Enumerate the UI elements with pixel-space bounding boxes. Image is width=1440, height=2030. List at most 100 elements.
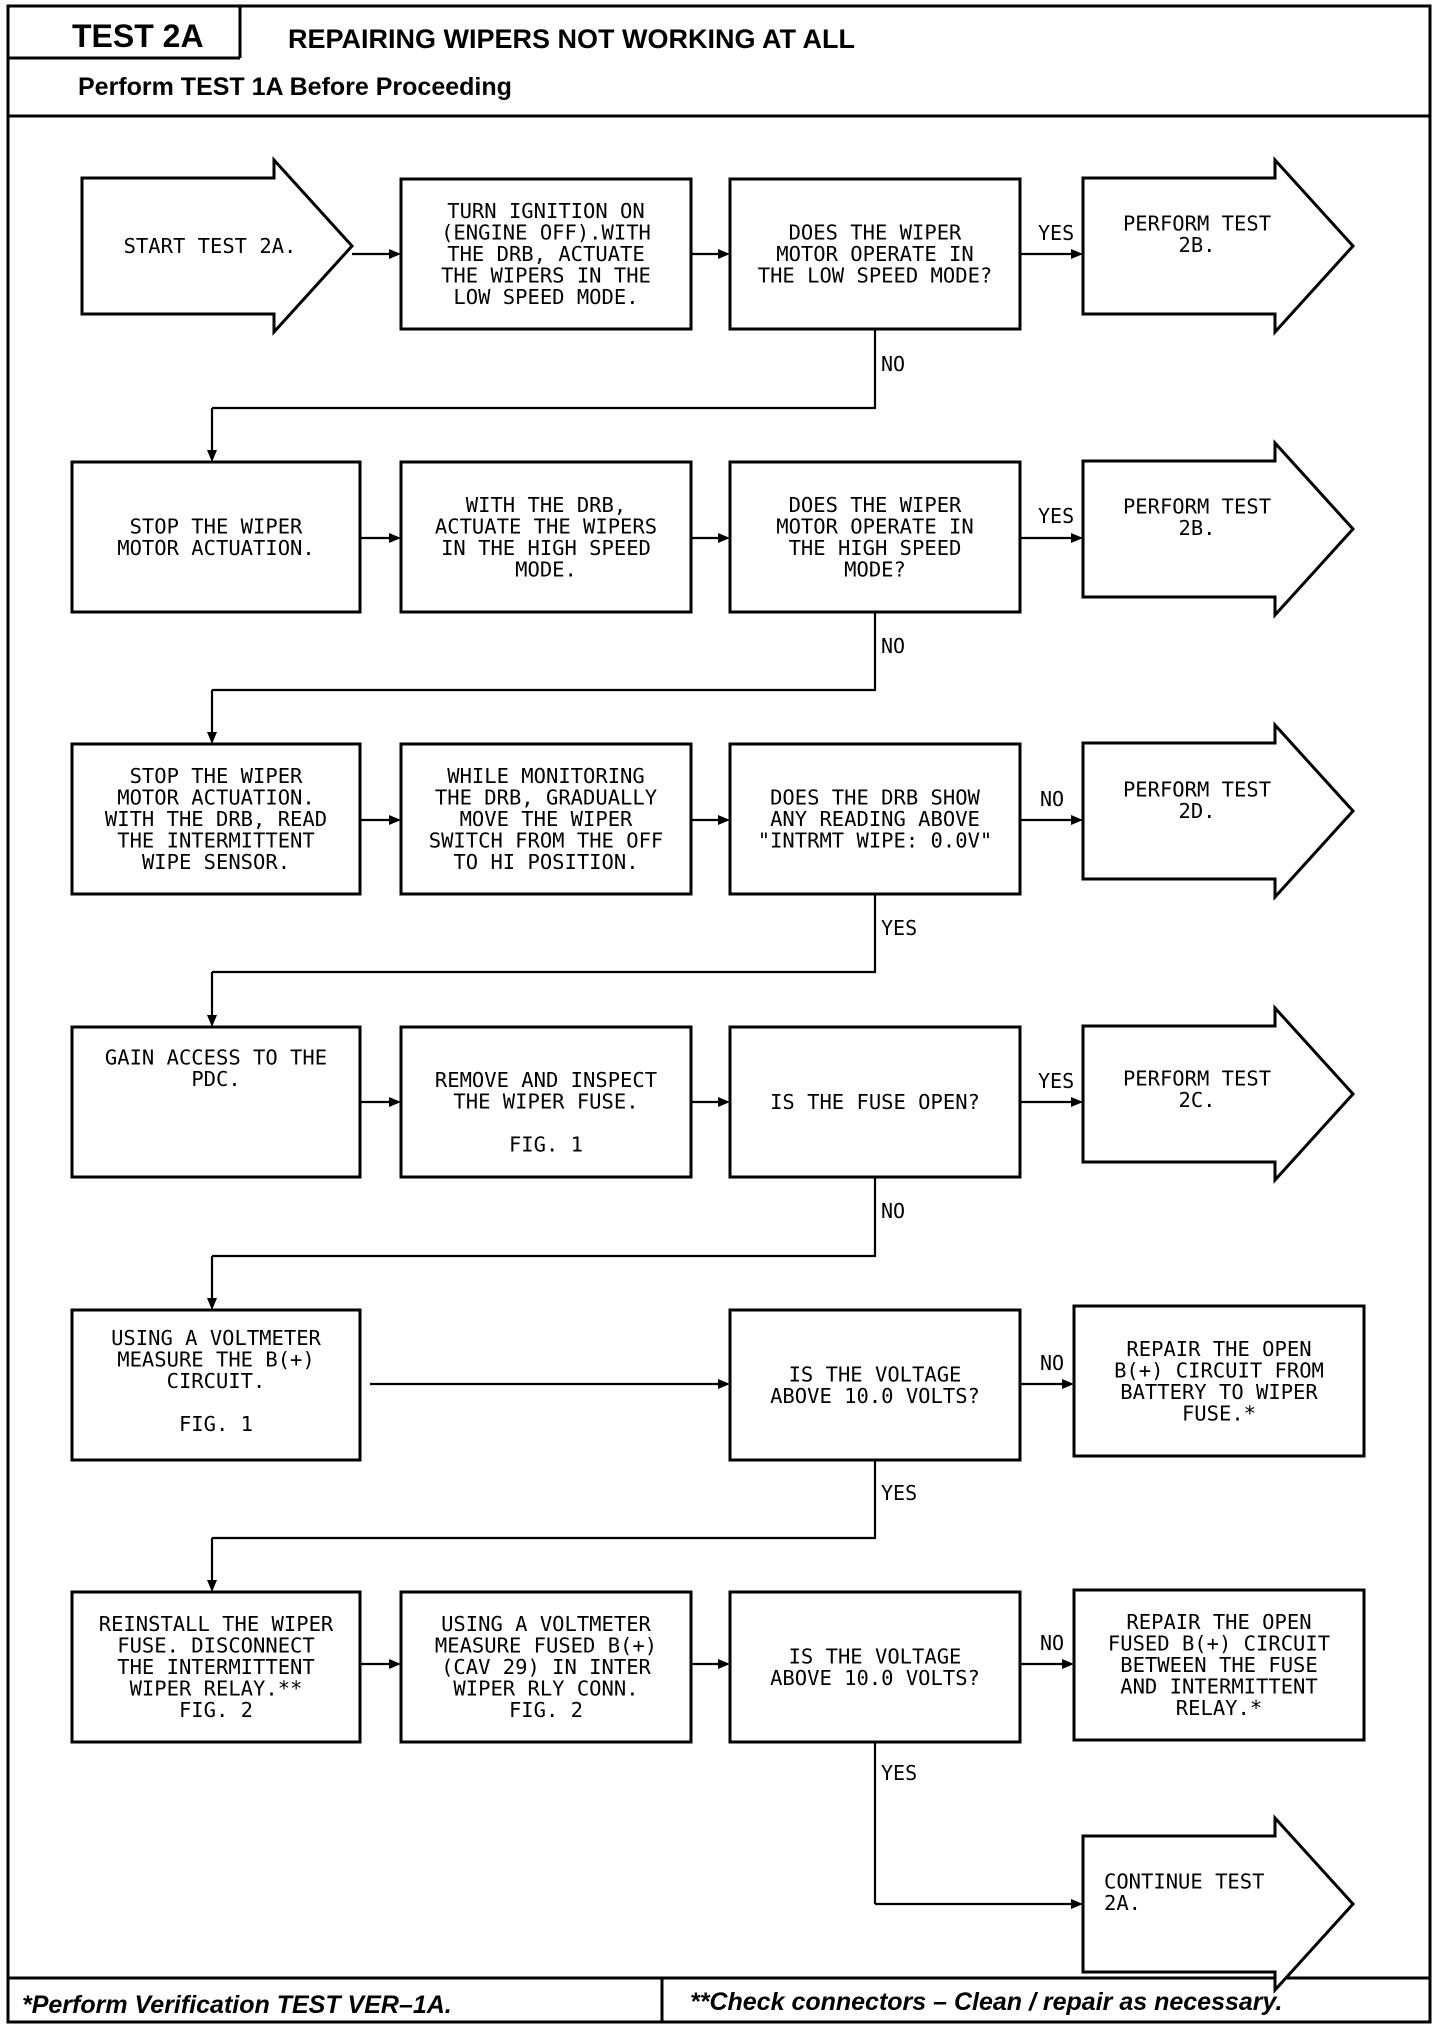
node-text-line: TURN IGNITION ON (447, 199, 644, 223)
r5-result-box (1072, 1304, 1366, 1458)
node-text-line: CONTINUE TEST (1104, 1869, 1264, 1893)
connector-r1-no (212, 329, 877, 410)
node-text-line: MEASURE FUSED B(+) (435, 1634, 657, 1658)
connector-r4-no (212, 1177, 877, 1258)
page-subtitle: Perform TEST 1A Before Proceeding (78, 73, 512, 101)
node-text-line: TO HI POSITION. (453, 850, 638, 874)
node-text-line: FUSE.* (1182, 1401, 1256, 1425)
node-text-line: START TEST 2A. (124, 234, 297, 258)
r5-step-box (70, 1308, 362, 1462)
node-text-line: THE DRB, ACTUATE (447, 242, 644, 266)
node-text-line: PERFORM TEST (1123, 494, 1271, 518)
arrowhead (1071, 1899, 1083, 1909)
label-yes-r4: YES (1038, 1069, 1074, 1093)
arrowhead (389, 1097, 401, 1107)
node-text-line: IS THE VOLTAGE (789, 1362, 962, 1386)
arrowhead (1062, 1379, 1074, 1389)
r6-question-box (728, 1590, 1022, 1744)
node-text-line: FIG. 2 (509, 1698, 583, 1722)
node-text-line: 2B. (1178, 516, 1215, 540)
node-text-line: PERFORM TEST (1123, 1066, 1271, 1090)
arrowhead (207, 732, 217, 744)
r3-action-box (399, 742, 693, 896)
start-arrow-shape (80, 156, 355, 336)
connector-r3-yes (212, 894, 877, 974)
node-text-line: WITH THE DRB, (466, 493, 626, 517)
node-text-line: MODE. (515, 557, 577, 581)
flow-diagram: START TEST 2A. TURN IGNITION ON(ENGINE OF… (70, 156, 1366, 1994)
arrowhead (718, 1659, 730, 1669)
node-text-line: SWITCH FROM THE OFF (429, 829, 664, 853)
r2-question-box (728, 460, 1022, 614)
label-yes-r1: YES (1038, 221, 1074, 245)
node-text-line: RELAY.* (1176, 1696, 1262, 1720)
page-frame (6, 4, 1432, 2024)
node-text-line: WHILE MONITORING (447, 764, 644, 788)
label-no-r1: NO (881, 352, 905, 376)
arrowhead (718, 249, 730, 259)
node-text-line: REPAIR THE OPEN (1126, 1610, 1311, 1634)
r2-result-arrow-shape (1081, 439, 1356, 619)
node-text-line: THE HIGH SPEED (789, 536, 962, 560)
label-yes-r3: YES (881, 916, 917, 940)
node-text-line: WIPE SENSOR. (142, 850, 290, 874)
node-text-line: MOTOR ACTUATION. (117, 536, 314, 560)
r4-question-text: IS THE FUSE OPEN? (770, 1090, 980, 1114)
r6-result-box (1072, 1588, 1366, 1742)
node-text-line: CIRCUIT. (167, 1369, 266, 1393)
r4-action-box (399, 1025, 693, 1179)
label-yes-r6: YES (881, 1761, 917, 1785)
node-text-line: THE LOW SPEED MODE? (758, 264, 993, 288)
label-no-r5: NO (1040, 1351, 1064, 1375)
arrowhead (1062, 1659, 1074, 1669)
arrowhead (718, 1097, 730, 1107)
node-text-line: MOTOR ACTUATION. (117, 786, 314, 810)
node-text-line: PERFORM TEST (1123, 211, 1271, 235)
node-text-line: AND INTERMITTENT (1120, 1675, 1317, 1699)
arrowhead (1071, 815, 1083, 825)
node-text-line: FIG. 2 (179, 1698, 253, 1722)
r3-question-box (728, 742, 1022, 896)
node-text-line: ABOVE 10.0 VOLTS? (770, 1384, 980, 1408)
node-text-line: PERFORM TEST (1123, 777, 1271, 801)
r6-action-box (399, 1590, 693, 1744)
r5-question-box (728, 1308, 1022, 1462)
node-text-line: THE INTERMITTENT (117, 1655, 314, 1679)
node-text-line: USING A VOLTMETER (111, 1326, 321, 1350)
label-no-r6: NO (1040, 1631, 1064, 1655)
node-text-line: THE DRB, GRADUALLY (435, 786, 657, 810)
page-title: REPAIRING WIPERS NOT WORKING AT ALL (288, 24, 855, 54)
arrowhead (207, 1580, 217, 1592)
test-id: TEST 2A (72, 18, 204, 54)
node-text-line: DOES THE DRB SHOW (770, 786, 980, 810)
arrowhead (207, 450, 217, 462)
node-text-line: WITH THE DRB, READ (105, 807, 327, 831)
arrowhead (1071, 533, 1083, 543)
arrowhead (207, 1298, 217, 1310)
node-text-line: B(+) CIRCUIT FROM (1114, 1358, 1324, 1382)
connector-r2-no (212, 612, 877, 692)
node-text-line: IN THE HIGH SPEED (441, 536, 651, 560)
node-text-line: REMOVE AND INSPECT (435, 1068, 657, 1092)
arrowhead (389, 815, 401, 825)
node-text-line: 2B. (1178, 233, 1215, 257)
node-text-line: BATTERY TO WIPER (1120, 1380, 1318, 1404)
node-text-line: BETWEEN THE FUSE (1120, 1653, 1317, 1677)
node-text-line: WIPER RELAY.** (130, 1677, 303, 1701)
node-text-line: WIPER RLY CONN. (453, 1677, 638, 1701)
continue-arrow-shape (1081, 1814, 1356, 1994)
label-no-r4: NO (881, 1199, 905, 1223)
